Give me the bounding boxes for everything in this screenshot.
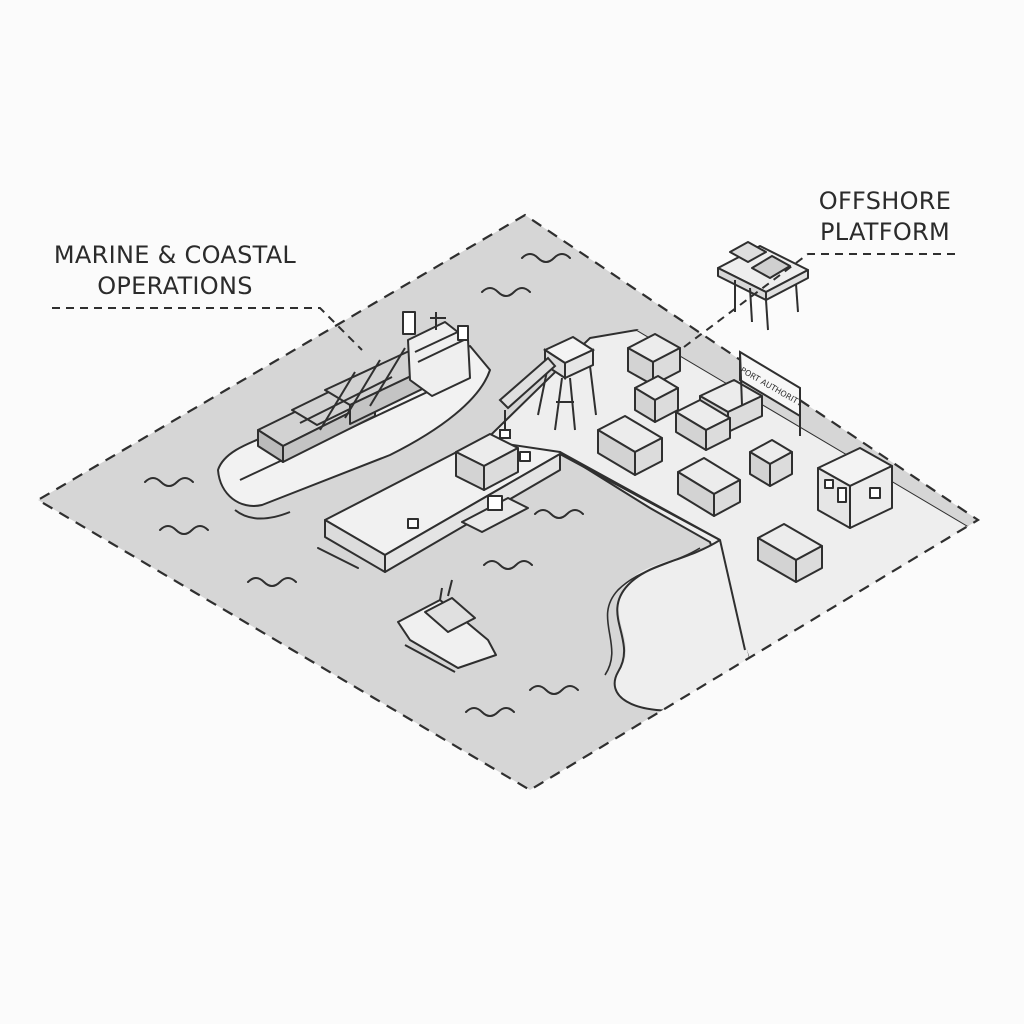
offshore-platform-icon: [717, 241, 809, 331]
patrol-boat-icon: [397, 579, 497, 673]
container-1: [455, 433, 519, 491]
container-8: [677, 457, 741, 517]
gantry-crane-icon: [498, 335, 597, 439]
container-6: [597, 415, 663, 476]
pier-utility-boat: [461, 495, 529, 533]
pier: [324, 439, 721, 573]
offshore-platform-label: OFFSHORE PLATFORM: [800, 186, 970, 248]
offshore-label-line1: OFFSHORE: [818, 187, 952, 215]
container-ship-icon: [217, 311, 491, 520]
container-5: [675, 399, 731, 451]
ship-bridge: [402, 311, 471, 397]
marine-coastal-label: MARINE & COASTAL OPERATIONS: [40, 240, 310, 302]
offshore-label-line2: PLATFORM: [819, 218, 951, 246]
container-7: [749, 439, 793, 487]
container-3: [634, 375, 679, 423]
port-containers: [455, 333, 823, 583]
port-building-icon: [817, 447, 893, 529]
callout-lines: [52, 253, 955, 351]
container-9: [757, 523, 823, 583]
marine-label-line2: OPERATIONS: [97, 272, 253, 300]
marine-label-line1: MARINE & COASTAL: [53, 241, 297, 269]
container-2: [627, 333, 681, 386]
waves: [144, 253, 584, 717]
